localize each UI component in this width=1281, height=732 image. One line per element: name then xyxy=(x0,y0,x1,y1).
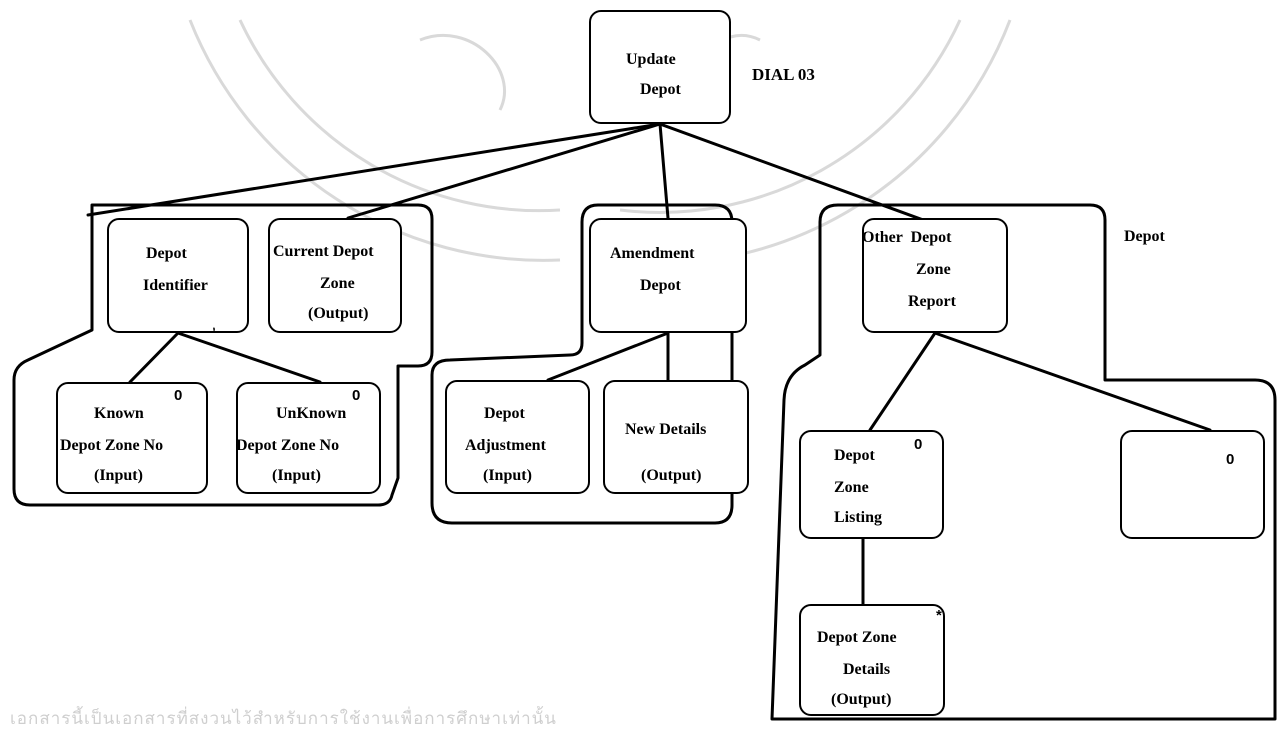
node-known-depot-zone: 0 Known Depot Zone No (Input) xyxy=(56,382,208,494)
node-depot-zone-listing-marker: 0 xyxy=(914,436,923,453)
node-amendment-depot-line2: Depot xyxy=(640,277,681,294)
node-depot-identifier: Depot Identifier ٖ xyxy=(107,218,249,333)
node-depot-identifier-line1: Depot xyxy=(146,245,187,262)
node-current-depot-zone: Current Depot Zone (Output) xyxy=(268,218,402,333)
node-depot-zone-listing-line1: Depot xyxy=(834,447,875,464)
node-update-depot-line2: Depot xyxy=(640,81,681,98)
node-depot-zone-details-line1: Depot Zone xyxy=(817,629,897,646)
node-unknown-depot-zone-marker: 0 xyxy=(352,387,361,404)
node-update-depot: Update Depot xyxy=(589,10,731,124)
node-new-details-line2: (Output) xyxy=(641,467,702,484)
side-tag-depot: Depot xyxy=(1124,228,1165,245)
node-depot-adjustment-line2: Adjustment xyxy=(465,437,546,454)
node-current-depot-zone-line3: (Output) xyxy=(308,305,369,322)
node-known-depot-zone-marker: 0 xyxy=(174,387,183,404)
node-known-depot-zone-line1: Known xyxy=(94,405,144,422)
node-other-depot-zone-report-line2: Zone xyxy=(916,261,951,278)
node-unknown-depot-zone: 0 UnKnown Depot Zone No (Input) xyxy=(236,382,381,494)
node-other-depot-zone-report-line3: Report xyxy=(908,293,956,310)
node-other-depot-zone-report-line1: Other Depot xyxy=(862,229,952,246)
node-blank-marker: 0 xyxy=(1226,451,1235,468)
node-depot-adjustment-line1: Depot xyxy=(484,405,525,422)
node-amendment-depot-line1: Amendment xyxy=(610,245,695,262)
node-unknown-depot-zone-line1: UnKnown xyxy=(276,405,347,422)
node-amendment-depot: Amendment Depot xyxy=(589,218,747,333)
node-known-depot-zone-line3: (Input) xyxy=(94,467,143,484)
node-depot-zone-details: * Depot Zone Details (Output) xyxy=(799,604,945,716)
node-other-depot-zone-report: Other Depot Zone Report xyxy=(862,218,1008,333)
node-depot-zone-listing-line2: Zone xyxy=(834,479,869,496)
node-current-depot-zone-line2: Zone xyxy=(320,275,355,292)
node-depot-zone-details-line2: Details xyxy=(843,661,891,678)
group-outline-right xyxy=(770,203,1277,721)
node-unknown-depot-zone-line2: Depot Zone No xyxy=(236,437,340,454)
node-depot-identifier-line2: Identifier xyxy=(143,277,208,294)
node-new-details-line1: New Details xyxy=(625,421,707,438)
root-tag: DIAL 03 xyxy=(752,65,815,84)
node-blank: 0 xyxy=(1120,430,1265,539)
node-depot-zone-details-line3: (Output) xyxy=(831,691,892,708)
node-unknown-depot-zone-line3: (Input) xyxy=(272,467,321,484)
node-depot-zone-listing: 0 Depot Zone Listing xyxy=(799,430,944,539)
group-outline-left xyxy=(12,203,434,507)
node-depot-zone-listing-line3: Listing xyxy=(834,509,883,526)
node-current-depot-zone-line1: Current Depot xyxy=(273,243,374,260)
node-depot-adjustment-line3: (Input) xyxy=(483,467,532,484)
node-new-details: New Details (Output) xyxy=(603,380,749,494)
node-update-depot-line1: Update xyxy=(626,51,676,68)
node-depot-adjustment: Depot Adjustment (Input) xyxy=(445,380,590,494)
node-known-depot-zone-line2: Depot Zone No xyxy=(60,437,164,454)
node-depot-zone-details-marker: * xyxy=(936,607,942,624)
watermark-footer-text: เอกสารนี้เป็นเอกสารที่สงวนไว้สำหรับการใช… xyxy=(10,709,557,729)
